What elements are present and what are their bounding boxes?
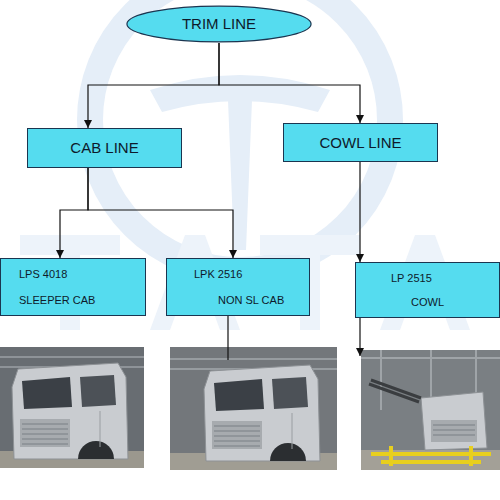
flow-connector [88,43,219,128]
start-ellipse: TRIM LINE [126,5,312,43]
model-box: LPK 2516NON SL CAB [166,258,310,316]
cowl-body [421,392,487,450]
node-label: TRIM LINE [182,15,256,32]
photo-ground [361,350,500,470]
node-label: CAB LINE [70,139,138,156]
flow-connector [219,43,360,123]
yellow-fixture [371,446,491,466]
flow-connector [359,162,360,262]
node-label: NON SL CAB [218,294,284,307]
grille-lines [433,425,475,435]
model-box: LPS 4018SLEEPER CAB [0,258,146,316]
photo-ground [170,347,337,470]
node-label: LPS 4018 [19,268,67,281]
non-sleeper-cab-photo [170,347,337,470]
cab-body [12,363,128,459]
leader-arrow [359,318,360,356]
flow-connector [88,168,233,258]
node-label: LP 2515 [391,272,432,285]
sleeper-cab-photo [0,347,144,468]
cab-body [204,365,320,461]
node-label: COWL LINE [320,134,402,151]
cowl-grille [431,420,477,442]
node-label: COWL [411,296,444,309]
fixture-arm [369,380,421,402]
node-label: SLEEPER CAB [19,294,95,307]
process-box: CAB LINE [27,128,182,168]
cowl-photo [361,350,500,470]
ellipse-shape [127,6,311,42]
logo-stem [228,100,252,250]
flow-connector [60,168,88,258]
process-box: COWL LINE [283,123,438,162]
photo-ground [0,347,144,468]
model-box: LP 2515COWL [355,262,500,318]
node-label: LPK 2516 [194,268,242,281]
leader-line [227,316,228,360]
